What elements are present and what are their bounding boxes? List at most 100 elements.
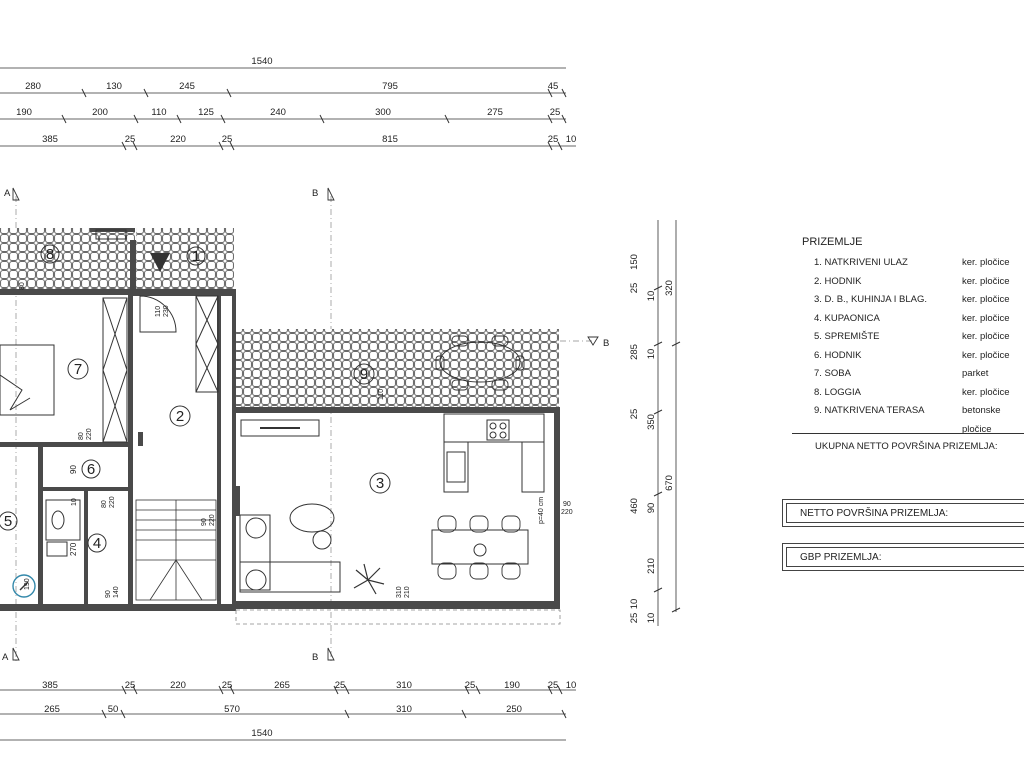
- door-note-12: 140: [113, 586, 120, 598]
- door-note-3: 80: [78, 432, 85, 440]
- section-mark-a-bottom: A: [2, 652, 9, 663]
- legend-room-name: 1. NATKRIVENI ULAZ: [814, 257, 908, 268]
- right-dim-6: 25: [629, 409, 640, 420]
- right-outer-dim-2: 670: [664, 475, 675, 491]
- room-number-6: 6: [87, 461, 95, 478]
- bottom-row1-dim-4: 25: [222, 680, 233, 691]
- right-dim-11: 10: [629, 599, 640, 610]
- top-row1-dim-5: 45: [548, 81, 559, 92]
- top-row3-dim-4: 25: [222, 134, 233, 145]
- door-note-10: 270: [69, 542, 78, 556]
- right-dim-9: 90: [646, 503, 657, 514]
- door-note-18: 110: [378, 389, 385, 400]
- bottom-row2-dim-5: 250: [506, 704, 522, 715]
- top-row3-dim-7: 10: [566, 134, 577, 145]
- legend-room-name: 7. SOBA: [814, 368, 851, 379]
- legend-row: 3. D. B., KUHINJA I BLAG. ker. pločice: [790, 291, 1024, 310]
- room-legend: PRIZEMLJE 1. NATKRIVENI ULAZ ker. pločic…: [790, 236, 1024, 452]
- tiled-areas: [0, 228, 559, 407]
- legend-room-name: 6. HODNIK: [814, 349, 862, 361]
- right-dim-4: 285: [629, 344, 640, 360]
- top-row2-dim-4: 125: [198, 107, 214, 118]
- right-outer-dim-1: 320: [664, 280, 675, 296]
- legend-divider: [792, 433, 1024, 434]
- top-dimensions: 1540 280 130 245 795 45 190 200 110 125 …: [0, 56, 577, 151]
- bottom-row1-dim-8: 25: [465, 680, 476, 691]
- legend-room-material: ker. pločice: [962, 386, 1010, 398]
- door-note-6: 190: [24, 578, 31, 590]
- right-dimensions: 150 25 10 285 10 25 350 460 90 210 10 25…: [629, 220, 681, 626]
- bottom-row2-dim-1: 265: [44, 704, 60, 715]
- legend-row: 6. HODNIK ker. pločice: [790, 347, 1024, 366]
- door-note-2: 230: [163, 305, 170, 317]
- legend-room-material: ker. pločice: [962, 294, 1010, 305]
- door-note-20: 90: [563, 501, 571, 508]
- bottom-row1-dim-7: 310: [396, 680, 412, 691]
- room-numbers: 8 1 7 2 9 6 3 5 4: [0, 244, 391, 553]
- legend-room-name: 4. KUPAONICA: [814, 312, 880, 324]
- legend-room-material: ker. pločice: [962, 275, 1010, 287]
- legend-row: 8. LOGGIA ker. pločice: [790, 384, 1024, 403]
- bottom-row1-dim-3: 220: [170, 680, 186, 691]
- top-row2-dim-3: 110: [151, 107, 166, 118]
- right-dim-2: 25: [629, 283, 640, 294]
- top-row3-dim-5: 815: [382, 134, 398, 145]
- gbp-area-box-inner: [786, 547, 1024, 567]
- legend-row: 4. KUPAONICA ker. pločice: [790, 310, 1024, 329]
- bottom-total-dimension: 1540: [251, 728, 272, 739]
- top-row3-dim-6: 25: [548, 134, 559, 145]
- legend-room-material: ker. pločice: [962, 257, 1010, 268]
- legend-room-material: ker. pločice: [962, 331, 1010, 342]
- legend-room-material: ker. pločice: [962, 349, 1010, 361]
- gbp-area-label: GBP PRIZEMLJA:: [800, 552, 882, 563]
- top-row1-dim-4: 795: [382, 81, 398, 92]
- door-note-7: 80: [101, 500, 108, 508]
- room-number-5: 5: [4, 513, 12, 530]
- right-dim-13: 10: [646, 613, 657, 624]
- door-note-16: 210: [404, 586, 411, 598]
- right-dim-7: 350: [646, 414, 657, 430]
- top-row2-dim-1: 190: [16, 107, 32, 118]
- legend-total-label: UKUPNA NETTO POVRŠINA PRIZEMLJA:: [815, 441, 998, 452]
- door-note-21: 220: [561, 509, 573, 516]
- door-note-14: 220: [209, 514, 216, 526]
- top-row3-dim-1: 385: [42, 134, 58, 145]
- legend-title: PRIZEMLJE: [802, 236, 863, 248]
- bottom-row1-dim-9: 190: [504, 680, 520, 691]
- room-number-2: 2: [176, 408, 184, 425]
- door-note-8: 220: [109, 496, 116, 508]
- bottom-row1-dim-11: 10: [566, 680, 577, 691]
- legend-room-name: 9. NATKRIVENA TERASA: [814, 405, 925, 416]
- door-note-15: 310: [396, 586, 403, 598]
- top-row1-dim-1: 280: [25, 81, 41, 92]
- room-number-9: 9: [360, 366, 368, 383]
- interior-details: [0, 229, 561, 625]
- door-note-4: 220: [86, 428, 93, 440]
- room-number-4: 4: [93, 535, 101, 552]
- door-note-1: 110: [155, 306, 162, 317]
- legend-row: 1. NATKRIVENI ULAZ ker. pločice: [790, 254, 1024, 273]
- legend-room-material: ker. pločice: [962, 312, 1010, 324]
- right-dim-3: 10: [646, 291, 657, 302]
- top-row2-dim-2: 200: [92, 107, 108, 118]
- bottom-row1-dim-5: 265: [274, 680, 290, 691]
- top-total-dimension: 1540: [251, 56, 272, 67]
- right-dim-10: 210: [646, 558, 657, 574]
- legend-room-name: 5. SPREMIŠTE: [814, 331, 880, 342]
- netto-area-box: NETTO POVRŠINA PRIZEMLJA:: [782, 499, 1024, 527]
- bottom-row1-dim-6: 25: [335, 680, 346, 691]
- door-note-11: 90: [105, 590, 112, 598]
- legend-row: 7. SOBA parket: [790, 365, 1024, 384]
- legend-row: 2. HODNIK ker. pločice: [790, 273, 1024, 292]
- legend-room-name: 3. D. B., KUHINJA I BLAG.: [814, 294, 927, 305]
- legend-row: 5. SPREMIŠTE ker. pločice: [790, 328, 1024, 347]
- room-number-1: 1: [192, 248, 200, 265]
- top-row2-dim-7: 275: [487, 107, 503, 118]
- door-note-5: 90: [69, 465, 78, 474]
- room-number-3: 3: [376, 475, 384, 492]
- door-note-19: p=40 cm: [538, 497, 545, 524]
- top-row2-dim-6: 300: [375, 107, 391, 118]
- door-note-9: 10: [71, 498, 78, 506]
- top-row2-dim-8: 25: [550, 107, 561, 118]
